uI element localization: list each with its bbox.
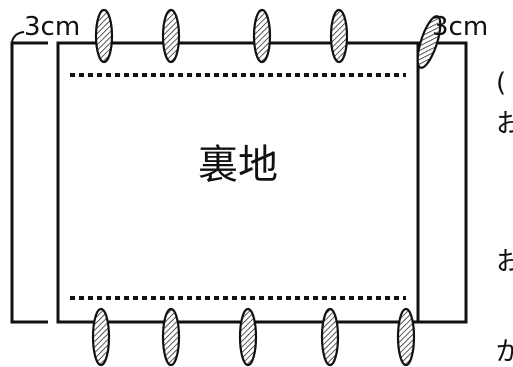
left-flap (10, 41, 48, 324)
pin (329, 8, 349, 64)
pin (396, 307, 416, 367)
center-label: 裏地 (198, 142, 278, 188)
side-char-3: お (496, 247, 513, 277)
side-char-1: ( (496, 68, 506, 98)
side-char-4: が (496, 337, 513, 367)
pin (161, 8, 181, 64)
pin (252, 8, 272, 64)
top-pins (94, 8, 442, 69)
pin (416, 15, 442, 69)
left-margin-label: 3cm (24, 12, 80, 42)
right-flap (418, 41, 468, 324)
pin (238, 307, 258, 367)
side-char-2: お (496, 109, 513, 139)
pin (94, 8, 114, 64)
lining-panel (56, 41, 420, 324)
pin (161, 307, 181, 367)
left-label-tick (11, 31, 25, 43)
right-margin-label: 3cm (432, 12, 488, 42)
pin (91, 307, 111, 367)
bottom-pins (91, 307, 416, 367)
pin (320, 307, 340, 367)
